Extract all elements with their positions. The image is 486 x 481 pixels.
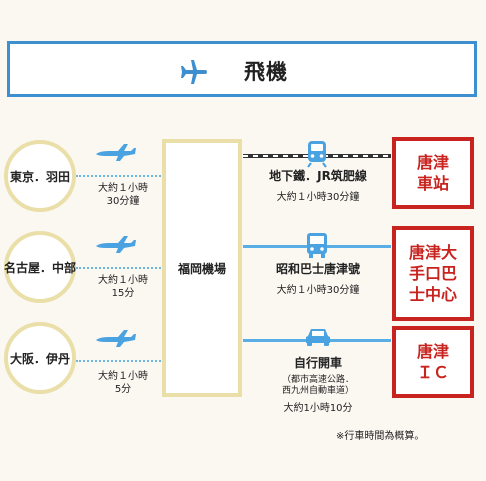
flight-line: [76, 175, 161, 177]
destination-line: 士中心: [408, 285, 457, 304]
airplane-icon: [96, 236, 136, 253]
car-icon: [306, 329, 330, 346]
route-note: （都市高速公路．: [281, 375, 354, 385]
route-label: 自行開車 （都市高速公路． 西九州自動車道） 大約1小時10分: [248, 356, 388, 415]
route-label: 昭和巴士唐津號 大約１小時30分鐘: [248, 262, 388, 297]
route-time: 大約1小時10分: [283, 403, 353, 414]
flight-line: [76, 360, 161, 362]
route-note: 西九州自動車道）: [281, 386, 354, 396]
destination-line: 車站: [416, 174, 449, 193]
top-background: [0, 0, 486, 40]
duration-line: 大約１小時: [98, 183, 148, 194]
destination-line: 唐津: [416, 342, 449, 361]
section-header: 飛機: [7, 41, 477, 97]
flight-line: [76, 267, 161, 269]
flight-duration: 大約１小時 15分: [88, 274, 158, 300]
train-icon: [307, 141, 327, 168]
route-name: 自行開車: [293, 356, 342, 370]
route-name: 昭和巴士唐津號: [275, 262, 360, 276]
fukuoka-airport: 福岡機場: [162, 139, 242, 397]
duration-line: 15分: [111, 288, 135, 299]
airplane-icon: [181, 60, 207, 84]
route-name: 地下鐵．JR筑肥線: [269, 169, 367, 183]
destination-karatsu-ic: 唐津 ＩＣ: [392, 326, 474, 398]
route-time: 大約１小時30分鐘: [276, 192, 360, 203]
route-time: 大約１小時30分鐘: [276, 285, 360, 296]
duration-line: 大約１小時: [98, 371, 148, 382]
origin-name: 東京．羽田: [9, 169, 70, 184]
destination-karatsu-station: 唐津車站: [392, 137, 474, 209]
duration-line: 5分: [114, 384, 132, 395]
origin-nagoya-chubu: 名古屋．中部: [4, 231, 76, 303]
route-label: 地下鐵．JR筑肥線 大約１小時30分鐘: [248, 169, 388, 204]
duration-line: 30分鐘: [106, 196, 140, 207]
flight-duration: 大約１小時 30分鐘: [88, 182, 158, 208]
destination-karatsu-bus-center: 唐津大手口巴士中心: [392, 226, 474, 321]
duration-line: 大約１小時: [98, 275, 148, 286]
airport-name: 福岡機場: [177, 261, 226, 276]
destination-line: 唐津大: [408, 243, 457, 262]
destination-line: 手口巴: [408, 264, 457, 283]
origin-tokyo-haneda: 東京．羽田: [4, 140, 76, 212]
destination-line: 唐津: [416, 153, 449, 172]
airplane-icon: [96, 330, 136, 347]
airplane-icon: [96, 144, 136, 161]
footnote: ※行車時間為概算。: [336, 431, 425, 442]
bus-icon: [307, 233, 327, 258]
origin-name: 名古屋．中部: [4, 260, 77, 275]
section-title: 飛機: [244, 60, 288, 84]
destination-line: ＩＣ: [416, 363, 449, 382]
origin-name: 大阪．伊丹: [9, 351, 70, 366]
flight-duration: 大約１小時 5分: [88, 370, 158, 396]
origin-osaka-itami: 大阪．伊丹: [4, 322, 76, 394]
